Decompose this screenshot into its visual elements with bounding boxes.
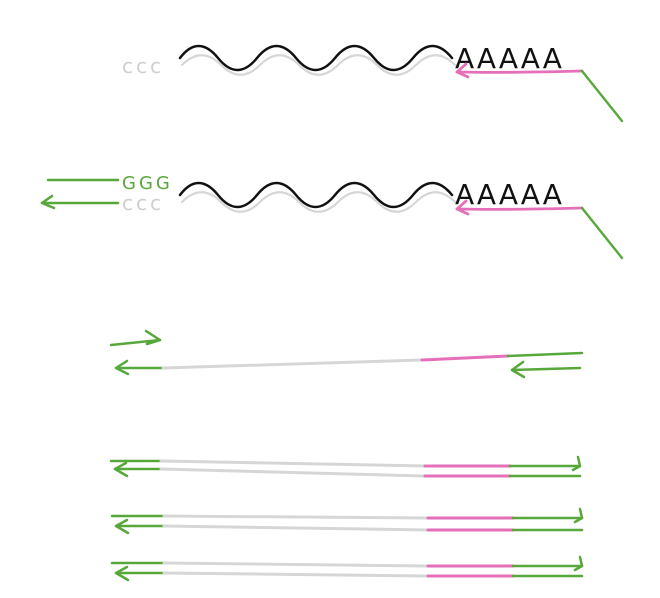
step-2-adapter-arrowhead — [40, 194, 56, 210]
step-1-adapter-tail — [580, 69, 624, 123]
copy-3-right-arrowhead — [573, 555, 584, 572]
step-4-amplified-products — [109, 455, 584, 582]
copy-1-strand-top — [159, 459, 427, 468]
copy-3-left-arrowhead — [114, 565, 130, 582]
step-2-cdna-strand — [180, 191, 457, 213]
step-1-cdna-strand — [180, 54, 457, 76]
step-2-adapter-tail — [580, 206, 624, 260]
step-1-mrna-wave — [178, 44, 454, 72]
step-2-primer-arrowhead — [455, 199, 470, 216]
step-1-polya-tail: AAAAA — [455, 42, 564, 75]
amplified-cdna-copy-3 — [110, 555, 584, 582]
copy-2-right-arrowhead — [573, 507, 584, 524]
copy-1-strand-bottom — [159, 467, 427, 478]
step-3-right-adapter — [506, 351, 584, 358]
step-3-right-reverse-primer — [510, 366, 582, 372]
copy-3-strand-top — [162, 561, 430, 568]
step-2-template-switch-label: GGG — [122, 173, 173, 194]
copy-2-strand-top — [162, 514, 430, 520]
amplified-cdna-copy-2 — [110, 507, 584, 535]
step-1-oligo-dt-primer — [455, 69, 584, 74]
copy-1-right-arrowhead — [571, 455, 582, 472]
step-2-template-switch: GGG ccc AAAAA — [40, 173, 624, 260]
amplified-cdna-copy-1 — [109, 455, 582, 478]
step-3-right-reverse-arrowhead — [510, 360, 526, 379]
step-3-left-forward-adapter — [109, 338, 162, 347]
step-3-second-strand — [109, 329, 584, 379]
copy-2-strand-bottom — [162, 524, 430, 532]
step-3-template-strand — [161, 358, 424, 370]
step-3-primer-segment — [420, 354, 510, 362]
step-2-cap-label: ccc — [122, 191, 164, 215]
step-1-primer-arrowhead — [455, 62, 470, 79]
step-1-reverse-transcription: ccc AAAAA — [122, 42, 624, 123]
step-1-cap-label: ccc — [122, 54, 164, 78]
copy-3-strand-bottom — [162, 571, 430, 578]
step-3-left-reverse-arrowhead — [114, 359, 130, 376]
step-2-mrna-wave — [178, 181, 454, 209]
step-2-polya-tail: AAAAA — [455, 178, 564, 211]
copy-1-left-arrowhead — [113, 461, 129, 478]
step-3-left-forward-arrowhead — [144, 329, 162, 346]
copy-2-left-arrowhead — [114, 518, 130, 535]
step-2-oligo-dt-primer — [455, 206, 584, 211]
